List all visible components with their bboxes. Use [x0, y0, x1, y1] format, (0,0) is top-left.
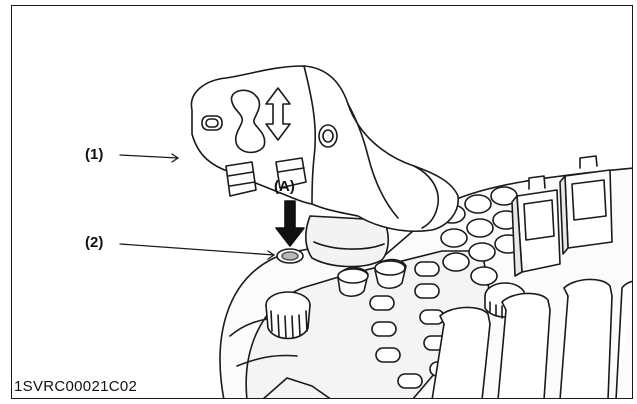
joystick-boot	[304, 215, 390, 268]
paddle-levers	[431, 278, 632, 398]
figure-code: 1SVRC00021C02	[14, 378, 138, 395]
rotary-knob-left	[265, 291, 311, 340]
callout-label-1: (1)	[85, 146, 104, 163]
figure-frame: (1) (2) (A) 1SVRC00021C02	[11, 5, 633, 399]
callout-label-2: (2)	[85, 234, 104, 251]
oval-button-columns	[369, 261, 455, 389]
cup-buttons	[337, 258, 407, 298]
toggle-switches	[511, 155, 613, 277]
arrow-a-icon	[275, 200, 305, 247]
callout-label-a: (A)	[274, 178, 295, 195]
leader-lines	[119, 153, 275, 260]
joystick-illustration	[119, 65, 632, 398]
joystick-handle	[190, 65, 459, 233]
button-2	[276, 248, 304, 264]
